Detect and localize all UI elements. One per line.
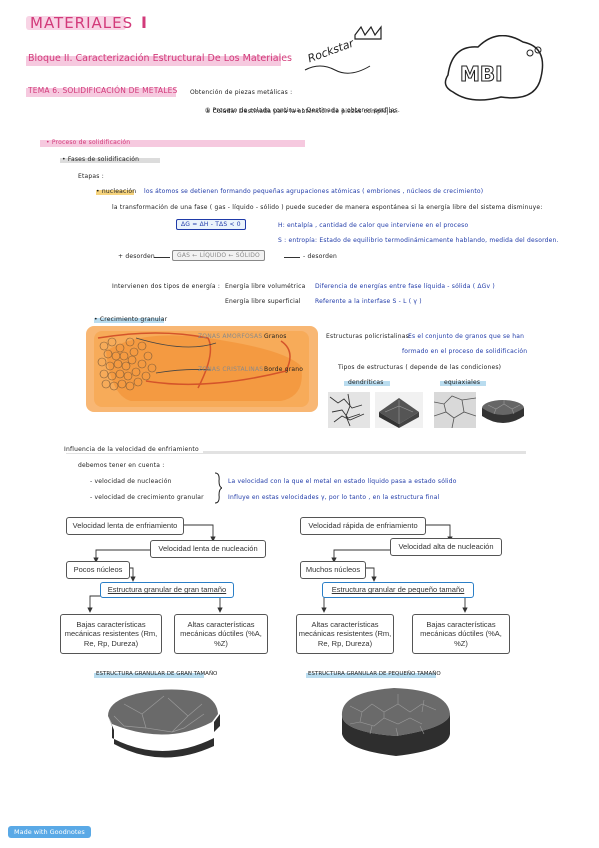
gibbs-equation: ΔG = ΔH - TΔS < 0	[176, 219, 246, 230]
right-mecanicas-a-box: Altas características mecánicas resisten…	[296, 614, 394, 654]
left-mecanicas-a-text: Bajas características mecánicas resisten…	[64, 619, 158, 648]
tema-heading: TEMA 6. SOLIDIFICACIÓN DE METALES	[28, 86, 178, 95]
right-nucleacion-text: Velocidad alta de nucleación	[398, 542, 494, 552]
tema-highlight	[26, 88, 176, 97]
debemos-label: debemos tener en cuenta :	[78, 462, 165, 469]
left-nucleacion-text: Velocidad lenta de nucleación	[158, 544, 258, 554]
left-nucleacion-box: Velocidad lenta de nucleación	[150, 540, 266, 558]
right-nucleos-box: Muchos núcleos	[300, 561, 366, 579]
nucleacion-highlight	[96, 190, 134, 195]
states-sequence: GAS ← LÍQUIDO ← SÓLIDO	[172, 250, 265, 261]
states-arrow-right	[284, 257, 300, 258]
tipos-estructuras: Tipos de estructuras ( depende de las co…	[338, 364, 502, 371]
obtencion-item-1-visible: ① Proceso de colada continua : Destinada…	[205, 107, 400, 114]
v-desc-1: La velocidad con la que el metal en esta…	[228, 478, 457, 485]
right-estructura-text: Estructura granular de pequeño tamaño	[331, 585, 465, 595]
policristalinas-def-1: Es el conjunto de granos que se han	[408, 333, 525, 340]
fases-heading: • Fases de solidificación	[62, 156, 140, 163]
brace	[214, 472, 222, 504]
obtencion-item-1: ② Colada: Destinada para la obtención de…	[205, 108, 399, 115]
more-disorder-label: + desorden	[118, 253, 155, 260]
states-arrow-left	[154, 257, 170, 258]
zonas-amorfosas-label: ZONAS AMORFOSAS	[198, 333, 263, 340]
bloque-heading: Bloque II. Caracterización Estructural D…	[28, 53, 293, 64]
dendritic-micrograph	[328, 392, 370, 428]
obtencion-intro: Obtención de piezas metálicas :	[190, 89, 293, 96]
grain-growth-diagram	[86, 326, 318, 412]
energia-vol-label: Energía libre volumétrica	[225, 283, 306, 290]
v-desc-2: Influye en estas velocidades γ, por lo t…	[228, 494, 440, 501]
v-crecimiento: - velocidad de crecimiento granular	[90, 494, 204, 501]
page-title-mark: I	[141, 13, 147, 32]
left-mecanicas-a-box: Bajas características mecánicas resisten…	[60, 614, 162, 654]
energia-sup-desc: Referente a la interfase S - L ( γ )	[315, 298, 422, 305]
bloque-highlight	[26, 56, 281, 66]
nucleacion-label: • nucleación	[96, 188, 137, 195]
equiaxial-micrograph	[434, 392, 476, 428]
dendriticas-highlight	[344, 381, 390, 386]
left-enfriamiento-text: Velocidad lenta de enfriamiento	[72, 521, 178, 531]
energia-sup-label: Energía libre superficial	[225, 298, 301, 305]
granos-label: Granos	[264, 333, 287, 340]
influencia-heading: Influencia de la velocidad de enfriamien…	[64, 446, 203, 453]
right-mecanicas-b-box: Bajas características mecánicas dúctiles…	[412, 614, 510, 654]
page-title: MATERIALES	[30, 14, 134, 32]
proceso-heading: • Proceso de solidificación	[46, 139, 131, 146]
equiaxial-3d-model	[482, 400, 524, 423]
equiaxiales-highlight	[440, 381, 486, 386]
dendritic-3d-model	[375, 392, 423, 428]
goodnotes-badge[interactable]: Made with Goodnotes	[8, 826, 91, 838]
proceso-highlight	[40, 140, 305, 147]
left-estructura-text: Estructura granular de gran tamaño	[107, 585, 227, 595]
large-grain-model	[108, 689, 220, 758]
graffiti-doodle: MBI	[444, 35, 544, 101]
right-enfriamiento-text: Velocidad rápida de enfriamiento	[308, 521, 418, 531]
left-estructura-box: Estructura granular de gran tamaño	[100, 582, 234, 598]
title-highlight	[26, 16, 126, 30]
influencia-line	[66, 451, 526, 454]
right-estructura-box: Estructura granular de pequeño tamaño	[322, 582, 474, 598]
svg-text:MBI: MBI	[460, 62, 503, 86]
left-nucleos-text: Pocos núcleos	[73, 565, 123, 575]
policristalinas-def-2: formado en el proceso de solidificación	[402, 348, 528, 355]
rockstar-doodle: Rockstar	[304, 25, 382, 74]
left-mecanicas-b-box: Altas características mecánicas dúctiles…	[174, 614, 268, 654]
equiaxiales-label: equiaxiales	[444, 379, 481, 386]
entalpia-note: H: entalpía , cantidad de calor que inte…	[278, 222, 469, 229]
nucleacion-text: los átomos se detienen formando pequeñas…	[144, 188, 484, 195]
right-mecanicas-a-text: Altas características mecánicas resisten…	[298, 619, 392, 648]
policristalinas-label: Estructuras policristalinas:	[326, 333, 412, 340]
crecimiento-highlight	[94, 318, 164, 323]
borde-grano-label: Borde grano	[264, 366, 304, 373]
energias-intro: Intervienen dos tipos de energía :	[112, 283, 221, 290]
left-caption-highlight	[94, 673, 204, 678]
etapas-label: Etapas :	[78, 173, 104, 180]
entropia-note: S : entropía: Estado de equilibrio termo…	[278, 237, 559, 244]
small-grain-model	[341, 688, 450, 756]
left-enfriamiento-box: Velocidad lenta de enfriamiento	[66, 517, 184, 535]
zonas-cristalinas-label: ZONAS CRISTALINAS	[198, 366, 264, 373]
energia-vol-desc: Diferencia de energías entre fase líquid…	[315, 283, 495, 290]
transformacion-text: la transformación de una fase ( gas - lí…	[112, 204, 543, 211]
right-nucleos-text: Muchos núcleos	[305, 565, 361, 575]
left-caption: ESTRUCTURA GRANULAR DE GRAN TAMAÑO	[96, 671, 218, 677]
fases-highlight	[60, 158, 160, 163]
crecimiento-label: • Crecimiento granular	[94, 316, 168, 323]
right-caption-highlight	[306, 673, 436, 678]
right-enfriamiento-box: Velocidad rápida de enfriamiento	[300, 517, 426, 535]
v-nucleacion: - velocidad de nucleación	[90, 478, 172, 485]
right-caption: ESTRUCTURA GRANULAR DE PEQUEÑO TAMAÑO	[308, 671, 441, 677]
less-disorder-label: - desorden	[303, 253, 338, 260]
dendriticas-label: dendríticas	[348, 379, 384, 386]
left-nucleos-box: Pocos núcleos	[66, 561, 130, 579]
left-mecanicas-b-text: Altas características mecánicas dúctiles…	[180, 619, 262, 648]
right-nucleacion-box: Velocidad alta de nucleación	[390, 538, 502, 556]
right-mecanicas-b-text: Bajas características mecánicas dúctiles…	[420, 619, 502, 648]
